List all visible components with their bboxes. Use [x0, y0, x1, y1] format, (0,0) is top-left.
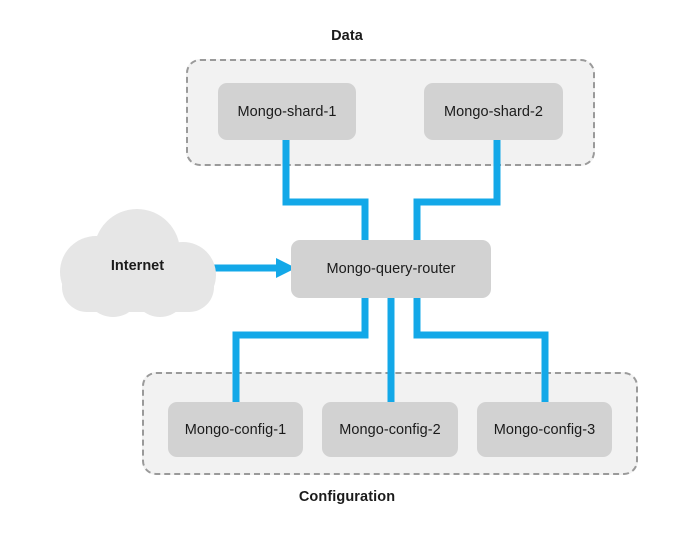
node-mongo-query-router[interactable]: Mongo-query-router	[291, 240, 491, 298]
node-mongo-config-2[interactable]: Mongo-config-2	[322, 402, 458, 457]
link-router-config3	[413, 296, 549, 404]
link-shard1-router	[282, 139, 369, 242]
link-shard2-router	[413, 139, 501, 242]
node-mongo-config-1[interactable]: Mongo-config-1	[168, 402, 303, 457]
node-mongo-shard-2[interactable]: Mongo-shard-2	[424, 83, 563, 140]
link-router-config1	[232, 296, 369, 404]
group-caption-data: Data	[331, 28, 363, 44]
group-caption-configuration: Configuration	[298, 489, 396, 505]
node-mongo-shard-1[interactable]: Mongo-shard-1	[218, 83, 356, 140]
cloud-label: Internet	[110, 258, 165, 274]
node-mongo-config-3[interactable]: Mongo-config-3	[477, 402, 612, 457]
